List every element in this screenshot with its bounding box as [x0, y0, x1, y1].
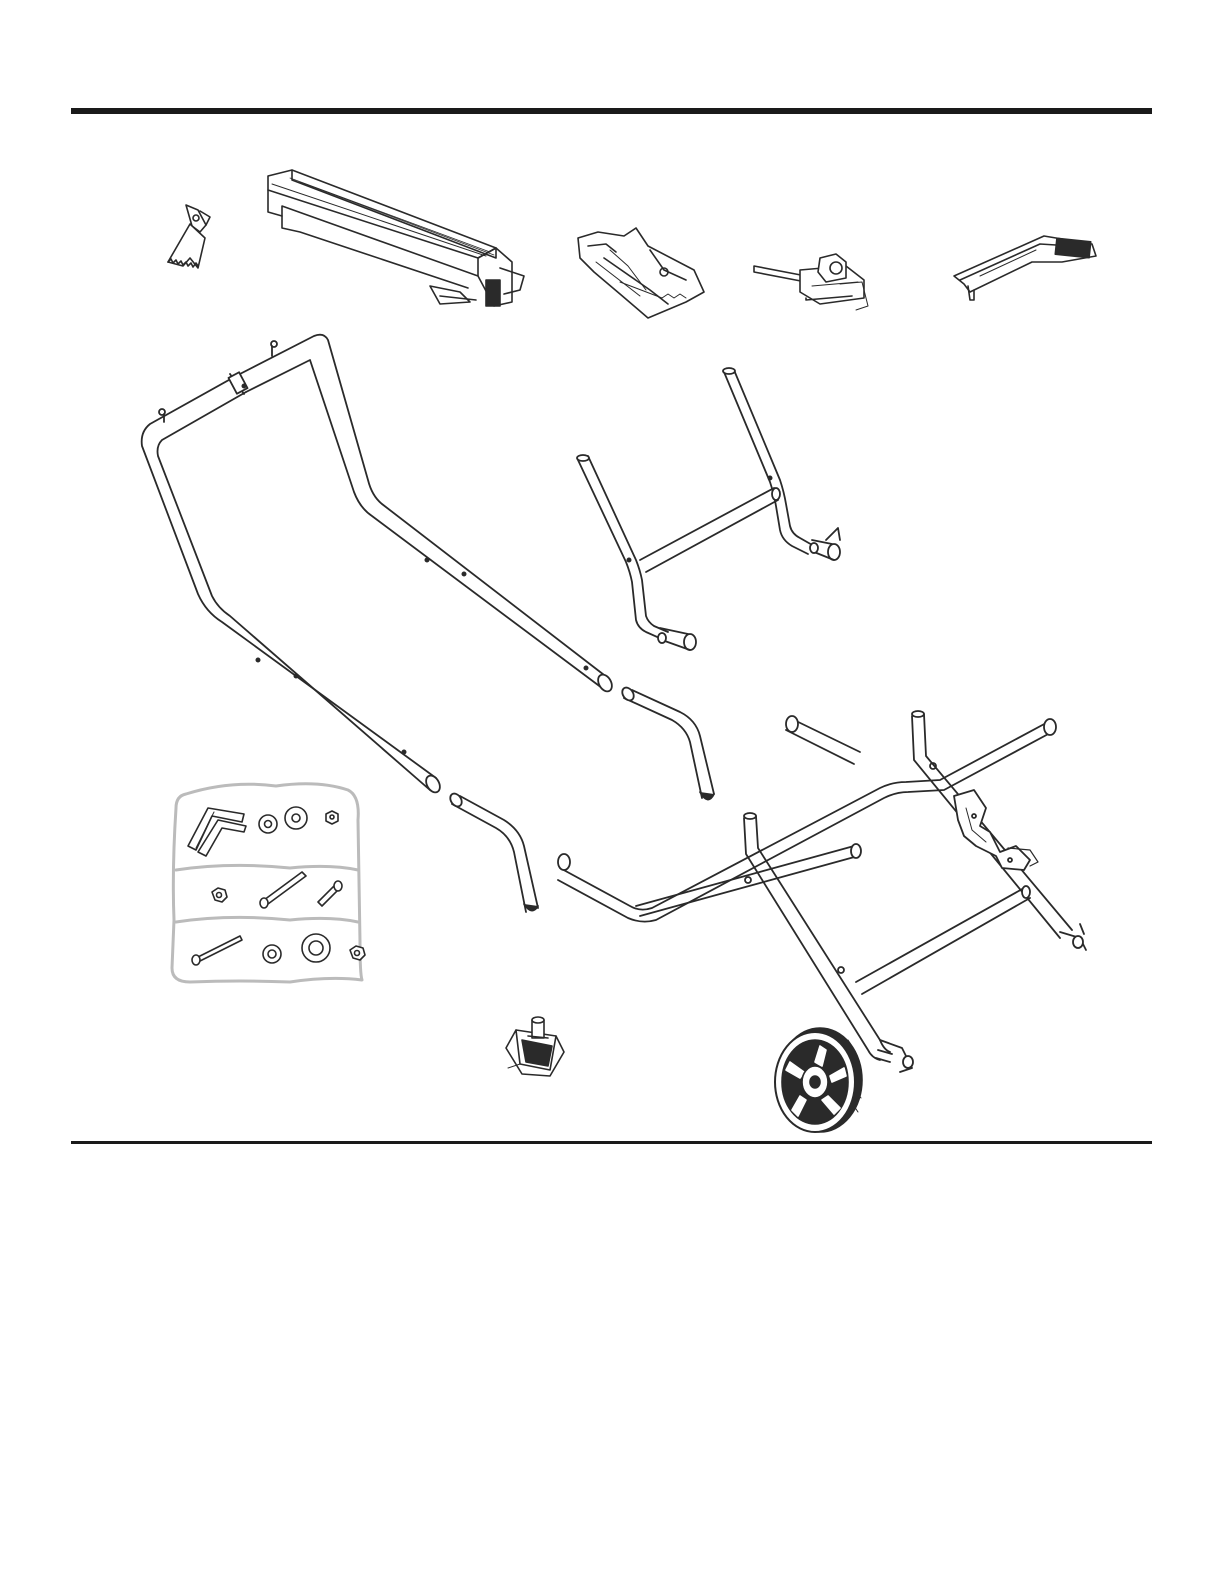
front-leg-frame: [577, 368, 840, 650]
stand-base-frame: [558, 711, 1086, 1072]
hardware-bag: [172, 784, 365, 982]
foot: [506, 1017, 564, 1076]
handle-frame: [142, 335, 615, 795]
miter-gauge: [754, 254, 868, 310]
rip-fence: [268, 170, 524, 306]
push-stick: [954, 236, 1096, 300]
wheel: [775, 1028, 862, 1132]
right-extension-tube: [620, 685, 714, 799]
blade-guard-housing: [578, 228, 704, 318]
left-extension-tube: [448, 791, 538, 912]
blade-guard-assembly: [168, 205, 210, 268]
bottom-rule: [71, 1141, 1152, 1144]
